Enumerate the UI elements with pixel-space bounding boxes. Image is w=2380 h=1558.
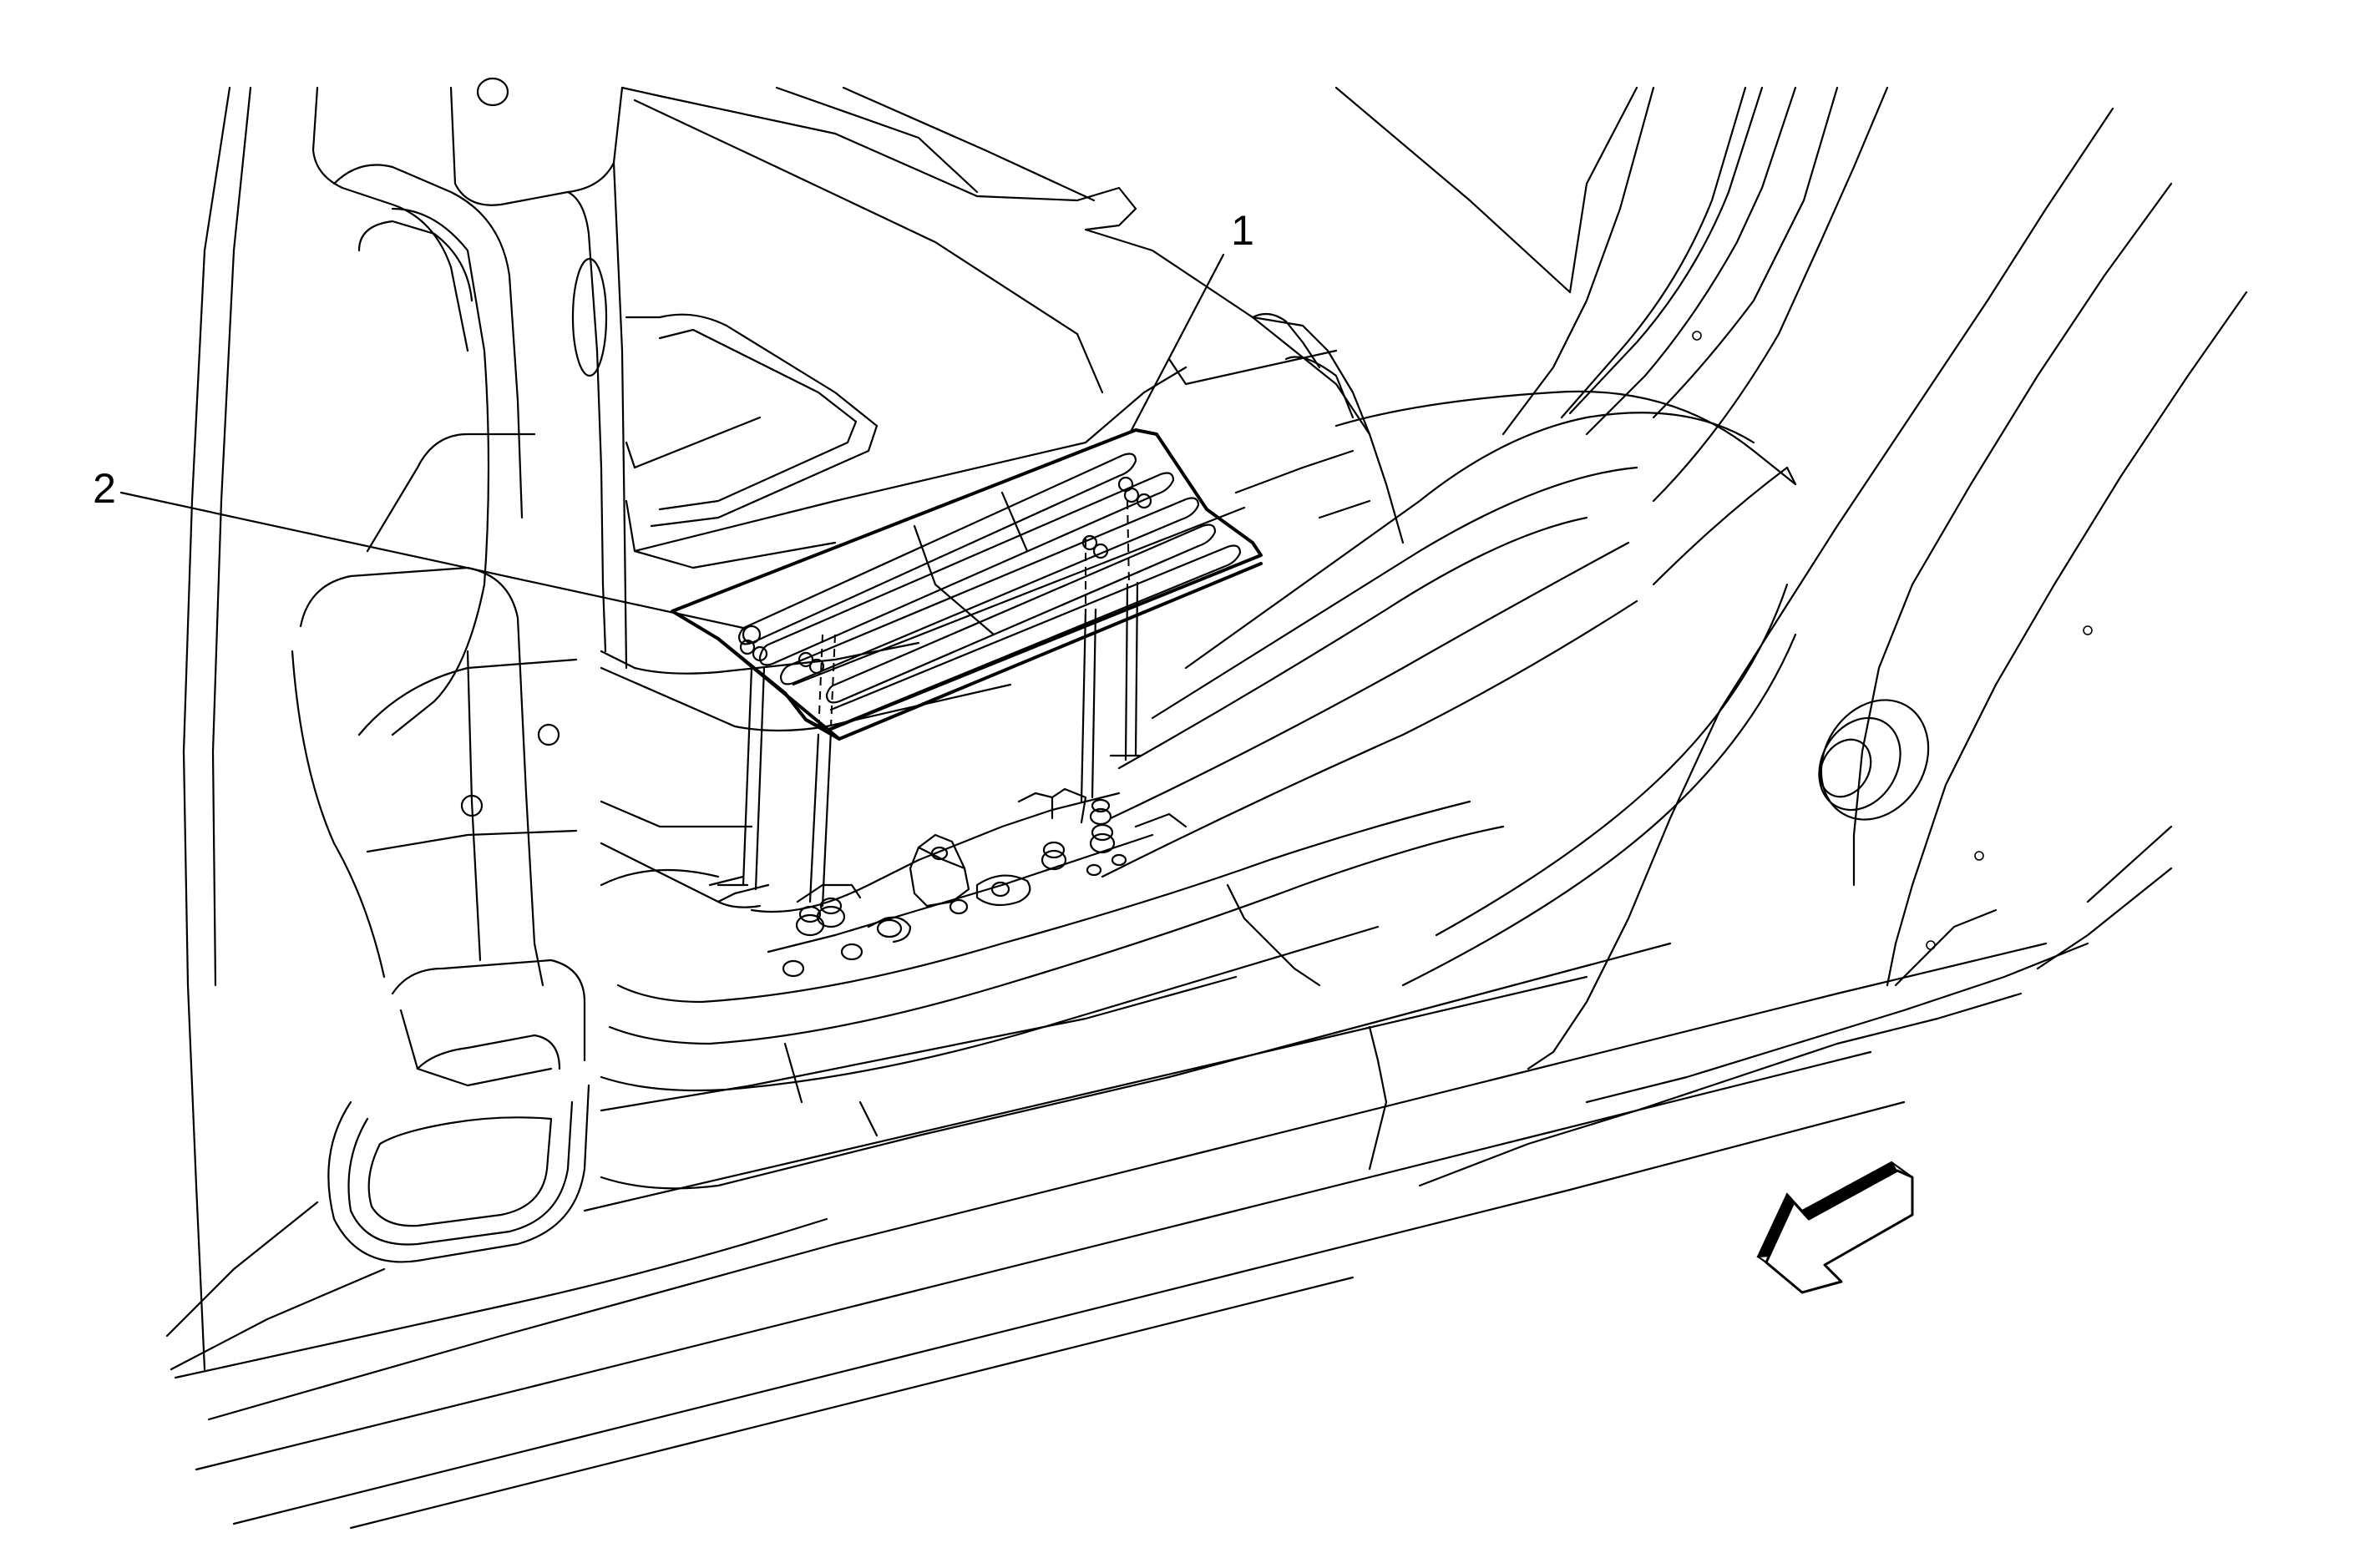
floor-panel-background xyxy=(600,86,1638,908)
callout-1: 1 xyxy=(1130,207,1254,432)
door-sill-plate xyxy=(671,428,1263,741)
b-pillar-structure xyxy=(165,77,628,1371)
callout-2-leader xyxy=(119,491,745,630)
sill-mounting-hardware xyxy=(708,787,1187,978)
rocker-panel xyxy=(174,390,2048,1530)
door-opening-frame xyxy=(1418,86,2248,1187)
callout-2: 2 xyxy=(93,465,745,630)
installation-guide-lines xyxy=(717,500,1142,908)
callout-2-label: 2 xyxy=(93,465,116,512)
front-direction-arrow-icon xyxy=(1756,1161,1914,1294)
callout-1-label: 1 xyxy=(1231,207,1254,254)
callout-1-leader xyxy=(1130,253,1225,432)
